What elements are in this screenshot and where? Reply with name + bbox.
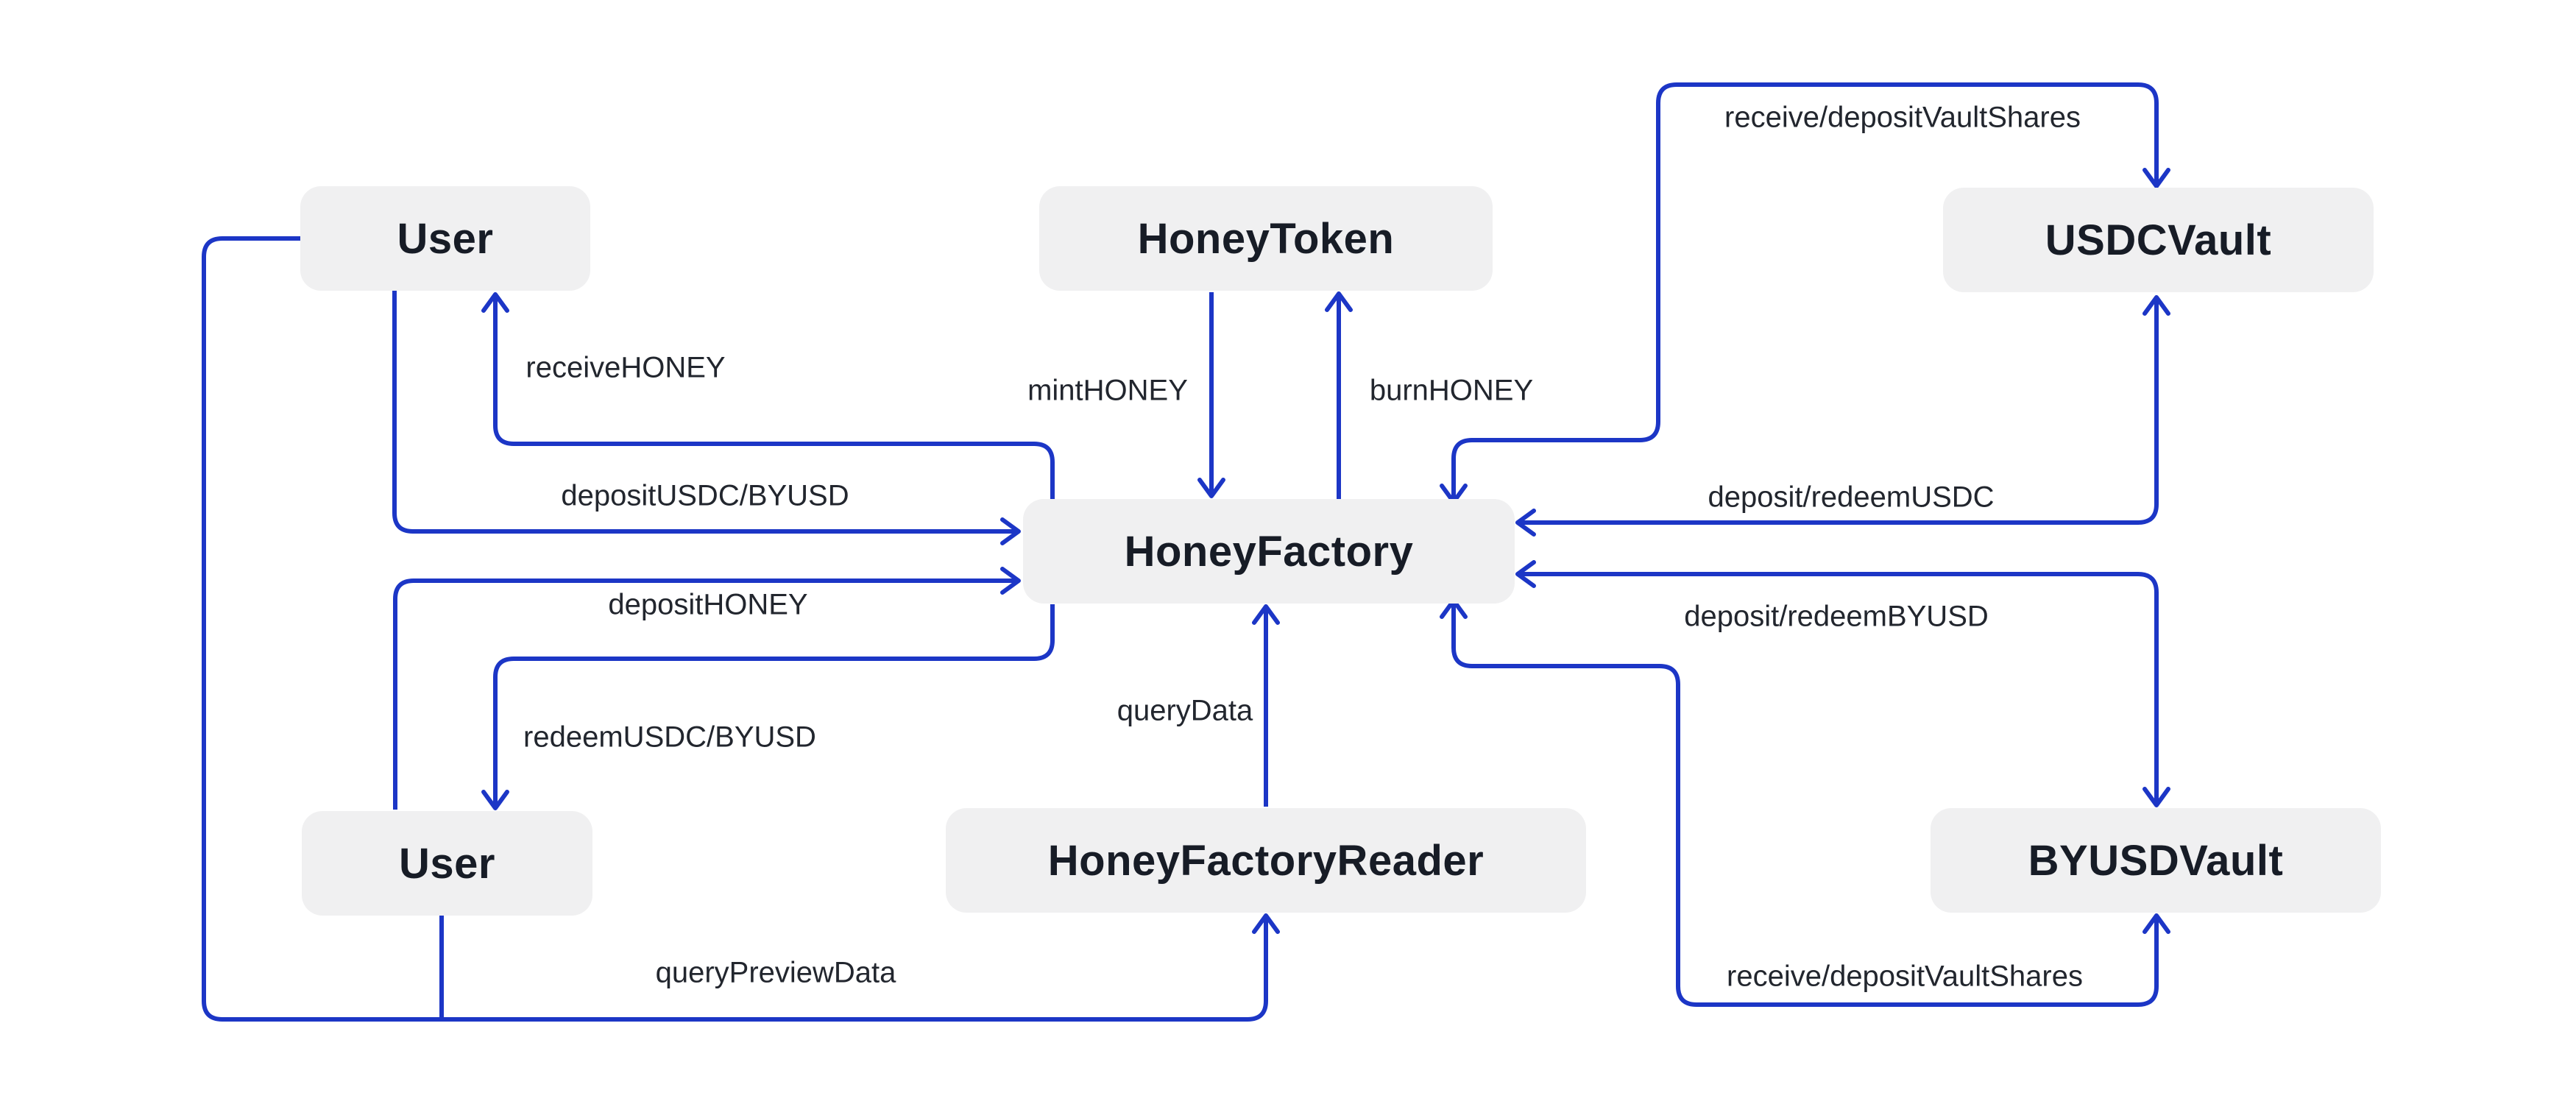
edge-label-query-preview-data: queryPreviewData — [655, 956, 896, 989]
node-honey-factory: HoneyFactory — [1023, 499, 1515, 604]
edge-deposit-honey-line — [393, 567, 1021, 810]
edge-label-burn-honey: burnHONEY — [1369, 374, 1534, 407]
edge-label-query-data: queryData — [1117, 694, 1253, 727]
edge-label-receive-deposit-vault-shares-top: receive/depositVaultShares — [1724, 101, 2081, 134]
node-user-top: User — [300, 186, 590, 291]
edge-label-deposit-redeem-usdc: deposit/redeemUSDC — [1708, 481, 1995, 514]
node-byusd-vault: BYUSDVault — [1931, 808, 2381, 913]
edge-receive-deposit-vault-shares-bottom-line — [1440, 598, 2170, 1007]
edge-redeem-usdc-byusd-line — [481, 604, 1055, 810]
node-honey-factory-reader: HoneyFactoryReader — [946, 808, 1586, 913]
edge-deposit-usdc-byusd-line — [392, 291, 1021, 545]
edge-label-deposit-usdc-byusd: depositUSDC/BYUSD — [561, 479, 849, 512]
edge-receive-deposit-vault-shares-top-line — [1440, 82, 2170, 504]
edge-deposit-redeem-byusd-line — [1515, 560, 2170, 807]
edge-label-redeem-usdc-byusd: redeemUSDC/BYUSD — [523, 721, 816, 754]
edge-receive-honey-line — [481, 292, 1055, 500]
edge-deposit-redeem-usdc-line — [1515, 295, 2170, 537]
edge-label-deposit-honey: depositHONEY — [608, 588, 808, 621]
edge-query-preview-data-line — [202, 236, 1280, 1022]
edge-label-mint-honey: mintHONEY — [1027, 374, 1188, 407]
node-honey-token: HoneyToken — [1039, 186, 1493, 291]
node-user-bottom: User — [302, 811, 592, 916]
edge-label-deposit-redeem-byusd: deposit/redeemBYUSD — [1684, 600, 1989, 633]
node-usdc-vault: USDCVault — [1943, 188, 2374, 292]
edge-label-receive-deposit-vault-shares-bottom: receive/depositVaultShares — [1727, 960, 2083, 993]
edge-label-receive-honey: receiveHONEY — [526, 351, 726, 384]
